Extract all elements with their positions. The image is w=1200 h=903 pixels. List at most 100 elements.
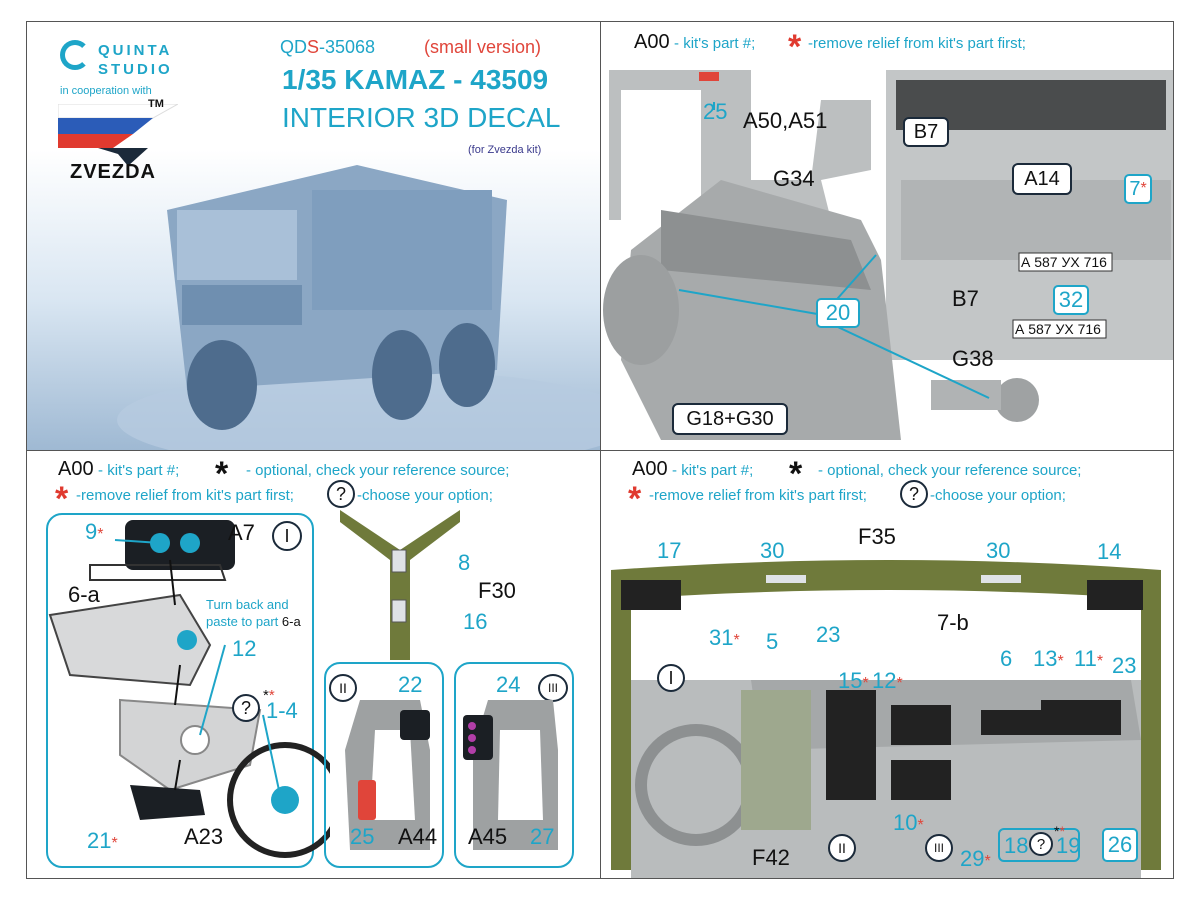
label-31: 31* [709, 625, 740, 650]
label-14: 14 [1097, 539, 1122, 564]
label-25: 25 [703, 99, 728, 124]
legend-line-1: A00 - kit's part #; [58, 459, 179, 479]
paste-to-text: paste to part 6-a [206, 614, 301, 629]
roman-ii-circle: II [828, 834, 856, 862]
logo-quinta: QUINTA [98, 42, 173, 59]
label-21: 21* [87, 828, 118, 853]
label-f35: F35 [858, 524, 896, 549]
label-7b: 7-b [937, 610, 969, 635]
label-5: 5 [766, 629, 779, 654]
question-circle-icon: ? [232, 694, 260, 722]
zvezda-flag-icon [58, 104, 178, 166]
label-g18-g30: G18+G30 [672, 403, 788, 435]
label-20: 20 [816, 298, 860, 328]
label-a44: A44 [398, 824, 438, 849]
logo-studio: STUDIO [98, 61, 173, 78]
code-prefix: QD [280, 37, 307, 57]
question-circle-icon: ? [900, 480, 928, 508]
legend-remove-relief: -remove relief from kit's part first; [808, 35, 1026, 52]
label-7: 7* [1124, 174, 1152, 204]
truck-photo [27, 150, 600, 450]
option-i-frame [46, 513, 314, 868]
label-a23: A23 [184, 824, 224, 849]
roman-i-circle: I [657, 664, 685, 692]
label-11: 11* [1074, 646, 1104, 671]
label-29: 29* [960, 846, 991, 871]
stars-black-red: ** [1054, 823, 1065, 839]
label-a14: A14 [1012, 163, 1072, 195]
legend-remove-relief: -remove relief from kit's part first; [76, 487, 294, 504]
option-iii-frame [454, 662, 574, 868]
legend-part-text: - kit's part #; [674, 35, 756, 52]
label-f42: F42 [752, 845, 790, 870]
label-13: 13* [1033, 646, 1064, 671]
label-23-a: 23 [816, 622, 841, 647]
legend-optional: - optional, check your reference source; [246, 462, 510, 479]
label-30-a: 30 [760, 538, 785, 563]
for-kit: (for Zvezda kit) [468, 144, 542, 156]
legend-remove-relief: -remove relief from kit's part first; [649, 487, 867, 504]
option-iii-drawing [463, 700, 558, 850]
option-group-18-19 [998, 828, 1080, 862]
red-star-icon: * [628, 480, 642, 518]
turn-back-text: Turn back and [206, 597, 289, 612]
legend-line-1: A00 - kit's part #; [632, 459, 753, 479]
legend-code: A00 [58, 458, 94, 480]
label-30-b: 30 [986, 538, 1011, 563]
quinta-logo-icon [60, 40, 90, 70]
label-19: 19 [1056, 833, 1081, 858]
roman-ii-circle: II [329, 674, 357, 702]
plate-1: А 587 УХ 716 [1021, 254, 1107, 270]
black-star-icon: * [215, 455, 229, 493]
label-b7-b: B7 [952, 286, 979, 311]
code-s: S [307, 37, 320, 57]
option-ii-frame [324, 662, 444, 868]
question-circle-icon: ? [327, 480, 355, 508]
wheel-parts-drawing [48, 520, 330, 858]
red-star-icon: * [55, 480, 69, 518]
label-15: 15* [838, 668, 869, 693]
label-8: 8 [458, 550, 471, 575]
cooperation-text: in cooperation with [60, 85, 152, 97]
legend-header: A00 - kit's part #; [634, 32, 755, 52]
small-version: (small version) [424, 37, 542, 57]
logo-zvezda: ZVEZDA [70, 161, 156, 183]
question-circle-icon: ? [1029, 832, 1053, 856]
legend-optional: - optional, check your reference source; [818, 462, 1082, 479]
label-24: 24 [496, 672, 521, 697]
label-g38: G38 [952, 346, 994, 371]
legend-part-text: - kit's part #; [98, 462, 180, 479]
label-6a: 6-a [68, 582, 100, 607]
label-23-b: 23 [1112, 653, 1137, 678]
rollbar-drawing [340, 510, 460, 660]
plate-2: А 587 УХ 716 [1015, 321, 1101, 337]
label-a45: A45 [468, 824, 508, 849]
label-26: 26 [1102, 828, 1138, 862]
roman-iii-circle: III [538, 674, 568, 702]
label-1-4: 1-4 [266, 698, 298, 723]
option-ii-drawing [345, 700, 430, 850]
interior-title: INTERIOR 3D DECAL [282, 102, 561, 133]
label-18: 18 [1004, 833, 1029, 858]
scale-title: 1/35 KAMAZ - 43509 [282, 64, 549, 95]
label-32: 32 [1053, 285, 1089, 315]
label-10: 10* [893, 810, 924, 835]
label-g34: G34 [773, 166, 815, 191]
engine-model-drawing [603, 70, 1173, 440]
legend-choose-option: -choose your option; [357, 487, 493, 504]
label-a7: A7 [228, 520, 255, 545]
roman-iii-circle: III [925, 834, 953, 862]
red-star-icon: * [788, 28, 802, 66]
label-22: 22 [398, 672, 423, 697]
divider-horizontal [26, 450, 1174, 451]
label-f30: F30 [478, 578, 516, 603]
legend-choose-option: -choose your option; [930, 487, 1066, 504]
trademark: TM [148, 98, 164, 110]
legend-code: A00 [632, 458, 668, 480]
label-16: 16 [463, 609, 488, 634]
legend-part-text: - kit's part #; [672, 462, 754, 479]
label-a50-a51: A50,A51 [743, 108, 828, 133]
dashboard-drawing [601, 540, 1173, 878]
label-9: 9* [85, 519, 104, 544]
label-25b: 25 [350, 824, 375, 849]
